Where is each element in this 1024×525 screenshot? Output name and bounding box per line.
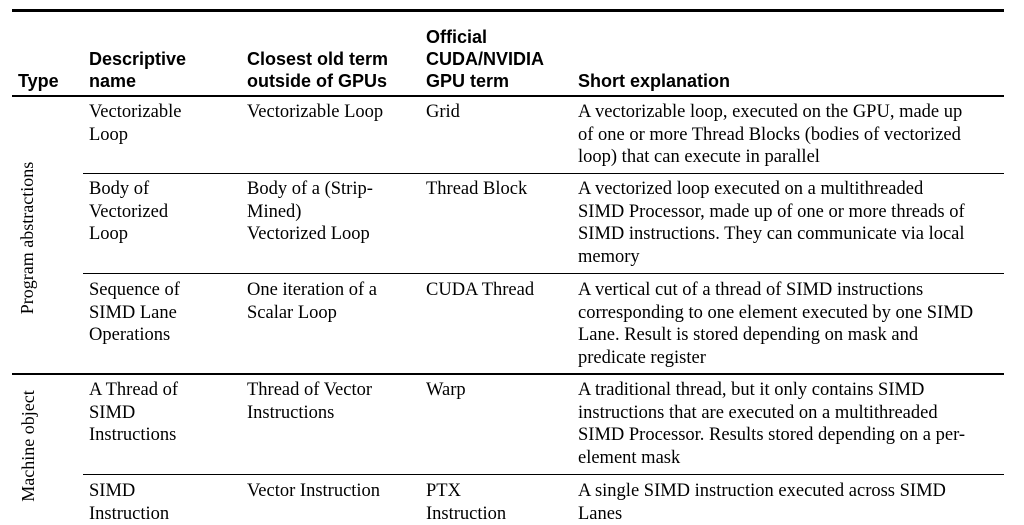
row-2-cuda-term: Thread Block xyxy=(426,179,528,199)
row-5-descriptive: SIMD Instruction xyxy=(89,481,170,524)
row-1-descriptive: Vectorizable Loop xyxy=(89,102,182,145)
row-5-explanation: A single SIMD instruction executed acros… xyxy=(578,481,946,524)
group-label-program-abstractions: Program abstractions xyxy=(17,161,37,315)
row-4-descriptive: A Thread of SIMD Instructions xyxy=(89,380,179,445)
row-3-cuda-term: CUDA Thread xyxy=(426,280,535,300)
group-divider xyxy=(12,373,1004,375)
row-2-descriptive: Body of Vectorized Loop xyxy=(89,179,169,244)
table-top-rule xyxy=(12,9,1004,12)
row-4-explanation: A traditional thread, but it only contai… xyxy=(578,380,966,468)
header-rule xyxy=(12,95,1004,97)
row-1-old-term: Vectorizable Loop xyxy=(247,102,384,122)
row-divider xyxy=(83,173,1004,174)
row-5-cuda-term: PTX Instruction xyxy=(426,481,507,524)
row-divider xyxy=(83,474,1004,475)
header-short-explanation: Short explanation xyxy=(578,71,731,91)
row-3-descriptive: Sequence of SIMD Lane Operations xyxy=(89,280,180,345)
header-closest-old-term: Closest old term outside of GPUs xyxy=(247,49,389,91)
row-5-old-term: Vector Instruction xyxy=(247,481,381,501)
group-label-machine-object: Machine object xyxy=(18,390,38,502)
row-2-old-term: Body of a (Strip- Mined) Vectorized Loop xyxy=(247,179,373,244)
row-divider xyxy=(83,273,1004,274)
row-4-old-term: Thread of Vector Instructions xyxy=(247,380,372,423)
row-3-explanation: A vertical cut of a thread of SIMD instr… xyxy=(578,280,974,368)
header-official-term: Official CUDA/NVIDIA GPU term xyxy=(426,27,545,91)
header-descriptive-name: Descriptive name xyxy=(89,49,187,91)
header-type: Type xyxy=(18,71,59,91)
row-1-explanation: A vectorizable loop, executed on the GPU… xyxy=(578,102,963,167)
row-2-explanation: A vectorized loop executed on a multithr… xyxy=(578,179,965,267)
row-1-cuda-term: Grid xyxy=(426,102,460,122)
row-3-old-term: One iteration of a Scalar Loop xyxy=(247,280,377,323)
row-4-cuda-term: Warp xyxy=(426,380,466,400)
